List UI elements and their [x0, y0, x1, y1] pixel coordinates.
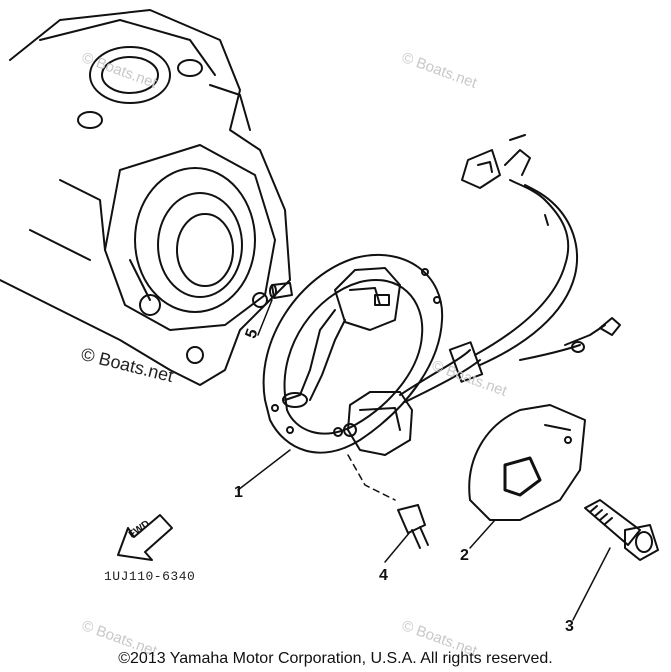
callout-1: 1 [234, 484, 243, 501]
engine-crankcase [0, 9, 291, 386]
bolt-3 [584, 499, 659, 561]
callout-4: 4 [379, 567, 388, 584]
stator-cover-plate [468, 404, 586, 521]
screw-4 [397, 504, 429, 549]
callout-3: 3 [565, 618, 574, 635]
pulser-coil-upper [282, 267, 401, 408]
charge-coil-lower [333, 391, 413, 456]
callout-2: 2 [460, 547, 469, 564]
dowel-pin [269, 282, 293, 299]
fwd-arrow [117, 514, 173, 561]
leader-lines [237, 299, 611, 621]
stator-base-plate [262, 253, 444, 454]
part-code: 1UJ110-6340 [104, 569, 196, 584]
copyright-notice: ©2013 Yamaha Motor Corporation, U.S.A. A… [118, 650, 553, 667]
wire-harness [399, 134, 621, 403]
